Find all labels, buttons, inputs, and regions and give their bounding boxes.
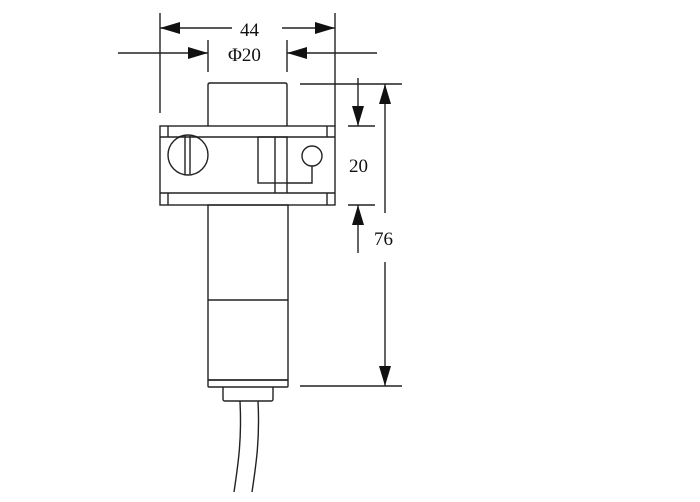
arrow-left-icon (287, 47, 307, 59)
sensor-head (207, 82, 288, 126)
dimension-20: 20 (300, 78, 402, 253)
dimension-diameter-20: Φ20 (118, 40, 377, 72)
mounting-bracket (159, 125, 336, 206)
arrow-down-icon (352, 106, 364, 126)
label-diameter: Φ20 (228, 45, 261, 66)
arrow-right-icon (188, 47, 208, 59)
sensor-body (207, 204, 289, 402)
label-44: 44 (240, 20, 260, 41)
screw-icon (167, 134, 209, 176)
arrow-up-icon (379, 84, 391, 104)
arrow-down-icon (379, 366, 391, 386)
indicator-led-icon (301, 145, 323, 167)
cable (233, 400, 260, 493)
dimension-76: 76 (300, 84, 402, 387)
dimension-44: 44 (159, 13, 336, 126)
arrow-left-icon (160, 22, 180, 34)
arrow-right-icon (315, 22, 335, 34)
label-76: 76 (374, 229, 393, 250)
label-20: 20 (349, 156, 368, 177)
arrow-up-icon (352, 205, 364, 225)
